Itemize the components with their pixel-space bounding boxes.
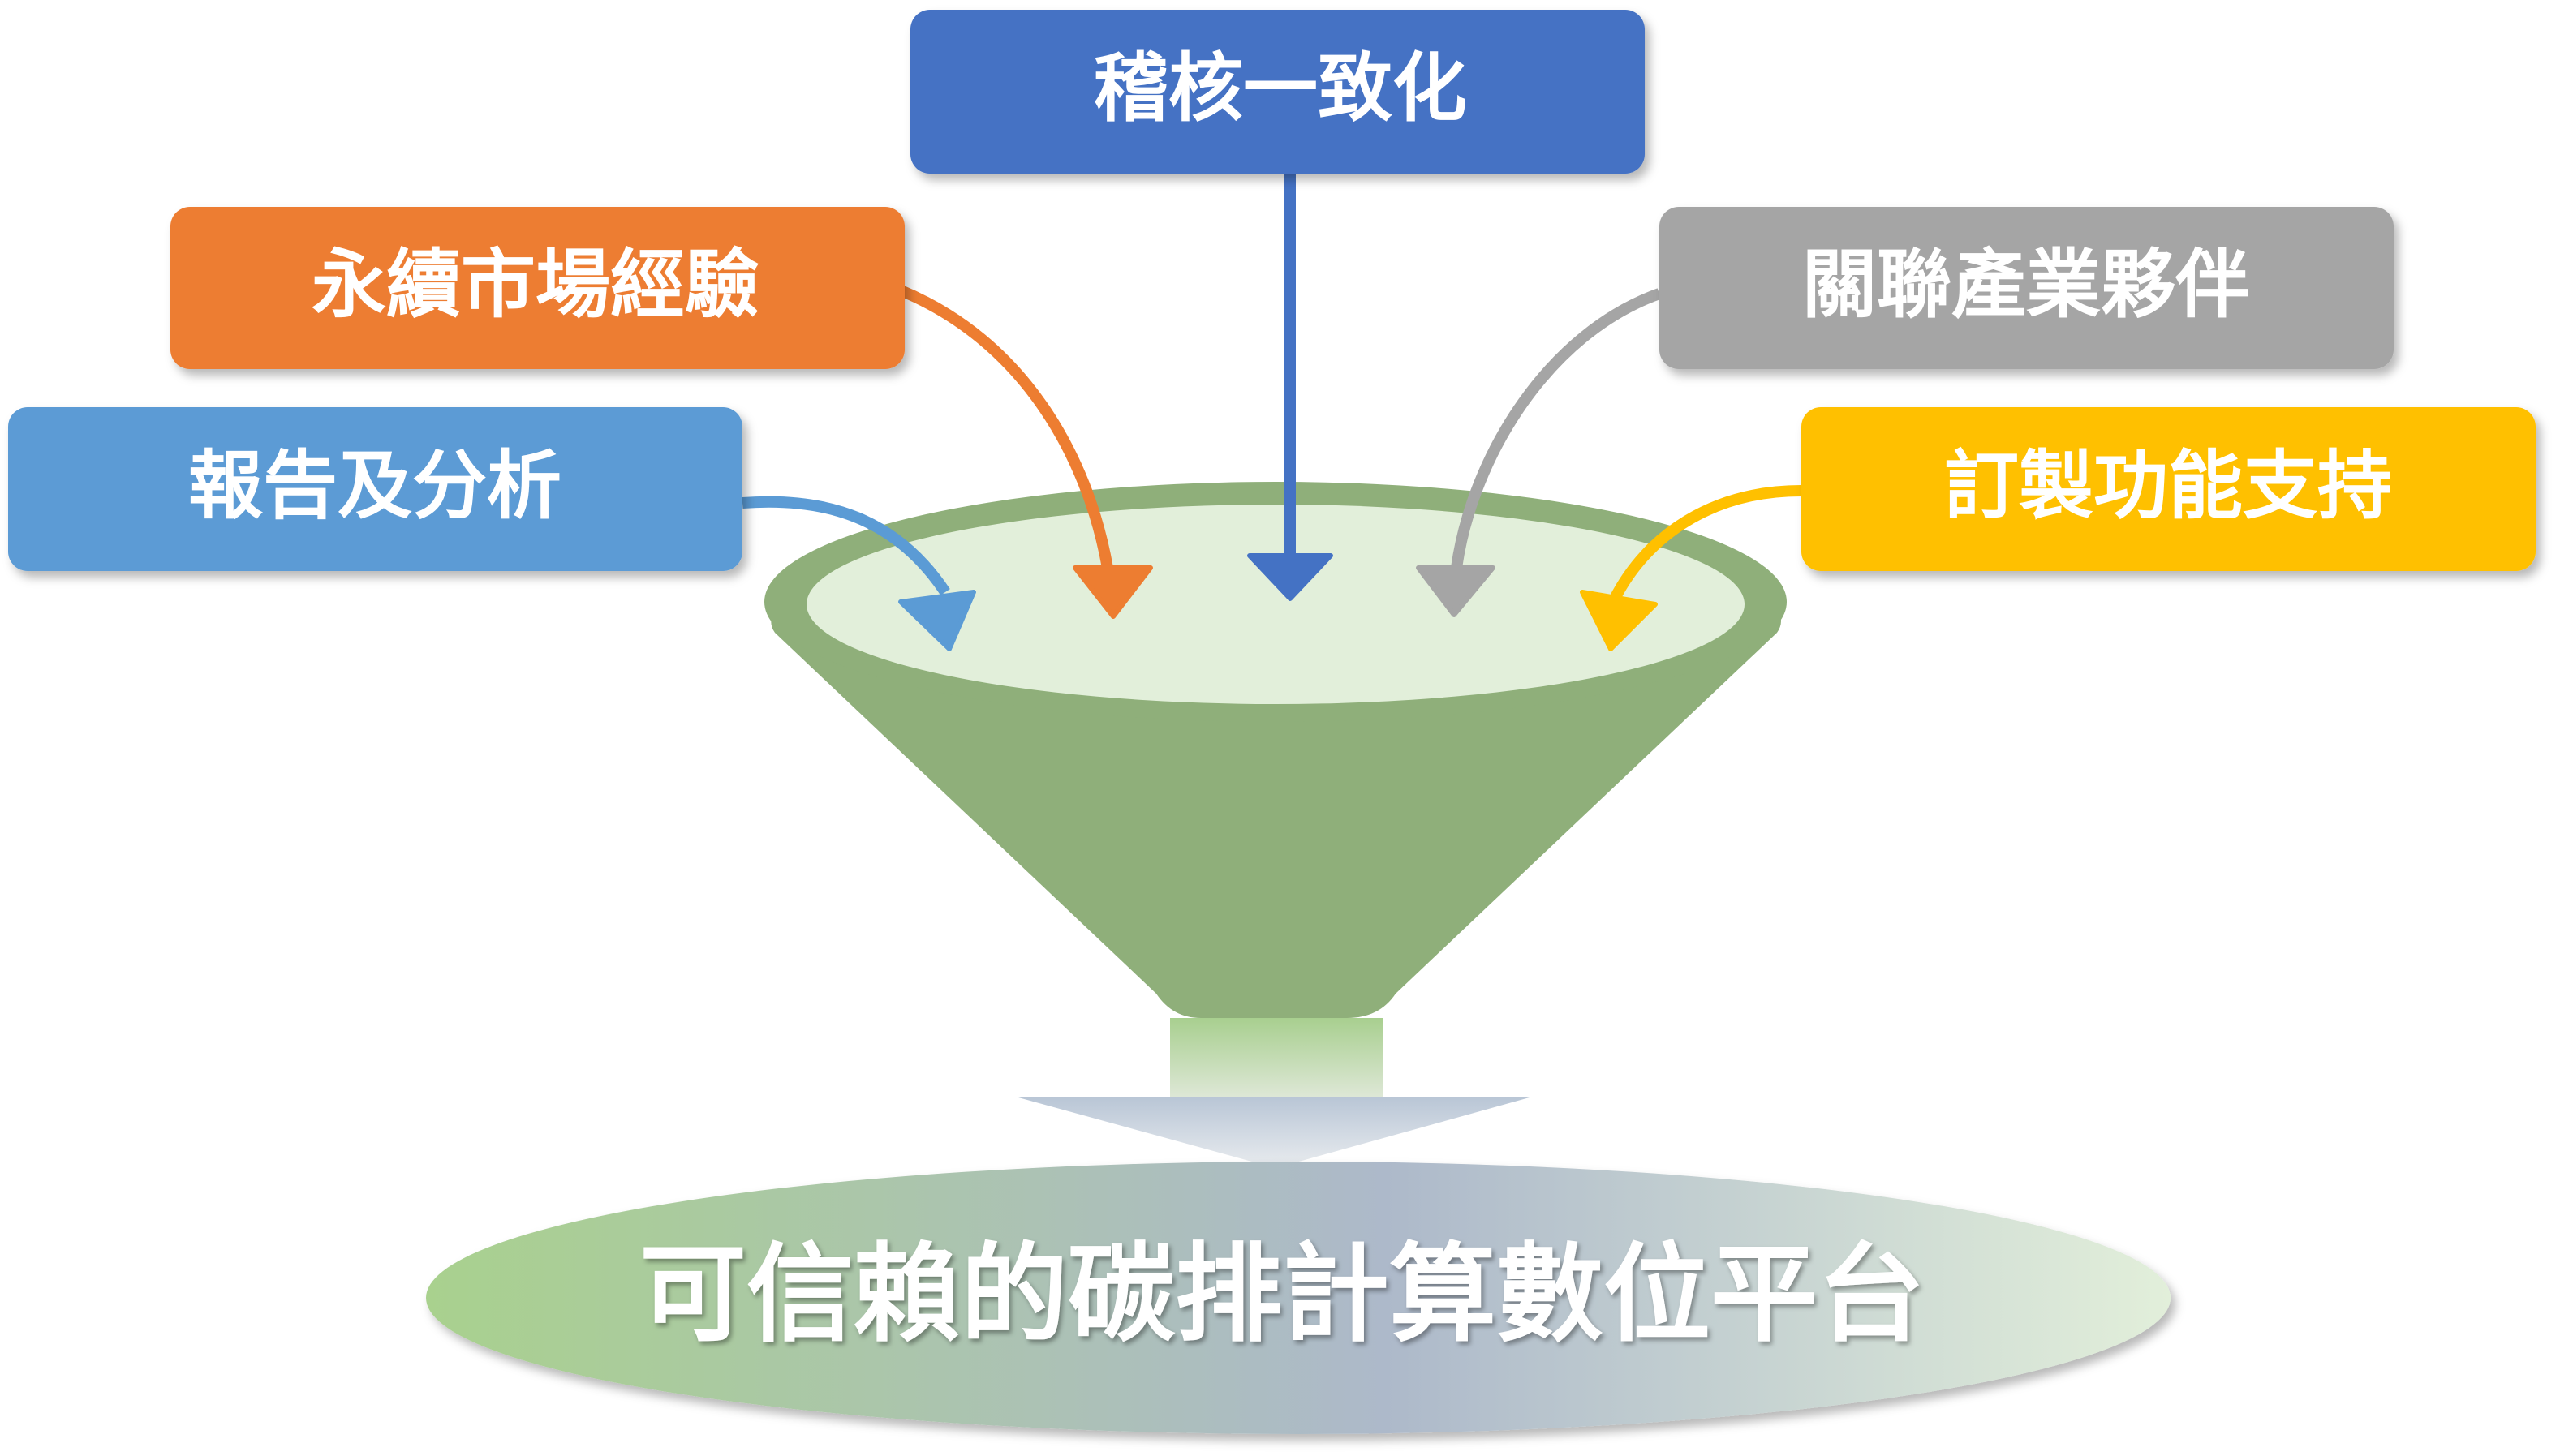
- funnel-stem: [1170, 1018, 1383, 1099]
- arrow-head-custom-support: [1580, 590, 1658, 651]
- arrow-custom-support: [1609, 485, 1802, 602]
- box-custom-support-bg: [1801, 407, 2536, 571]
- arrow-head-industry-partners: [1416, 565, 1495, 617]
- box-industry-partners-label: 關聯產業夥伴: [1802, 241, 2250, 328]
- box-market-experience-bg: [170, 207, 905, 369]
- box-audit-label: 稽核一致化: [1094, 45, 1467, 131]
- box-market-experience: [170, 207, 905, 369]
- box-industry-partners-bg: [1659, 207, 2394, 369]
- box-report-analysis-bg: [8, 407, 742, 571]
- arrow-report-analysis: [742, 496, 950, 595]
- arrow-head-audit: [1247, 553, 1333, 601]
- box-audit: [910, 10, 1645, 174]
- funnel-mouth: [807, 505, 1745, 704]
- arrow-head-report-analysis: [898, 590, 976, 651]
- platform-ellipse: [426, 1162, 2171, 1434]
- platform: [426, 1162, 2171, 1434]
- platform-label: 可信賴的碳排計算數位平台: [639, 1232, 1925, 1357]
- box-audit-bg: [910, 10, 1645, 174]
- arrow-industry-partners: [1451, 288, 1662, 569]
- box-report-analysis: [8, 407, 742, 571]
- box-market-experience-label: 永續市場經驗: [312, 241, 759, 328]
- arrow-market-experience: [898, 285, 1113, 569]
- box-custom-support: [1801, 407, 2536, 571]
- funnel-output-arrow: [1018, 1097, 1530, 1168]
- box-report-analysis-label: 報告及分析: [188, 442, 561, 529]
- arrow-head-market-experience: [1073, 565, 1153, 619]
- box-custom-support-label: 訂製功能支持: [1944, 442, 2392, 529]
- funnel: [764, 482, 1787, 1168]
- box-industry-partners: [1659, 207, 2394, 369]
- connector-arrows: [742, 170, 1802, 651]
